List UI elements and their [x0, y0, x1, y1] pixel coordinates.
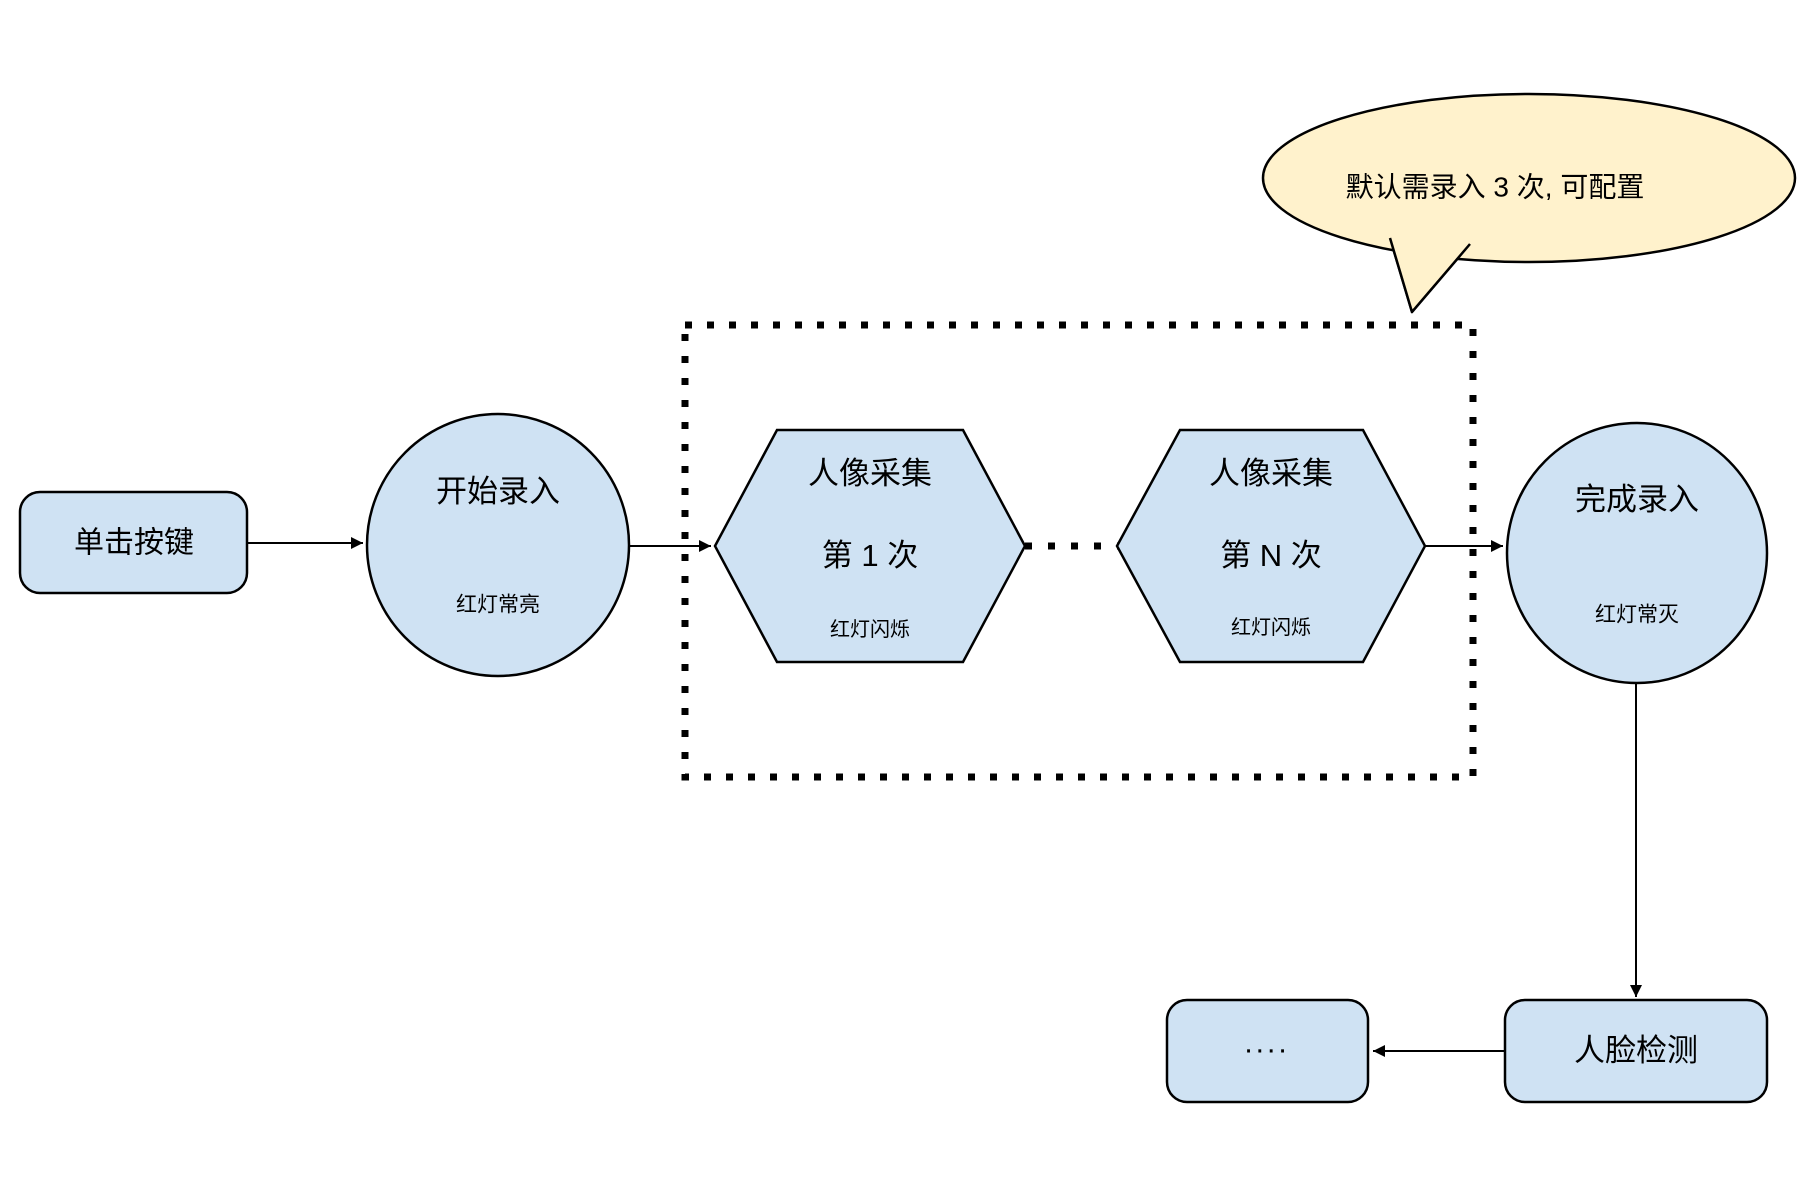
capture-first-title: 人像采集	[808, 455, 932, 491]
callout-bubble[interactable]	[1261, 92, 1797, 264]
callout-tail-fill	[1391, 241, 1468, 309]
click-button-label: 单击按键	[74, 526, 194, 560]
capture-first-sequence: 第 1 次	[821, 537, 919, 573]
finish-entry-node[interactable]	[1505, 421, 1769, 685]
capture-nth-status: 红灯闪烁	[1231, 617, 1311, 639]
start-entry-node[interactable]	[365, 412, 631, 678]
capture-nth-sequence: 第 N 次	[1220, 537, 1322, 573]
repeat-group-frame	[681, 321, 1477, 781]
finish-entry-status: 红灯常灭	[1595, 603, 1679, 627]
capture-first-status: 红灯闪烁	[830, 619, 910, 641]
callout-text: 默认需录入 3 次, 可配置	[1345, 171, 1645, 203]
start-entry-title: 开始录入	[436, 473, 560, 509]
finish-entry-title: 完成录入	[1575, 481, 1699, 517]
more-node[interactable]	[1165, 998, 1370, 1104]
capture-nth-title: 人像采集	[1209, 455, 1333, 491]
more-label: ....	[1244, 1026, 1290, 1060]
start-entry-status: 红灯常亮	[456, 593, 540, 617]
face-detect-label: 人脸检测	[1574, 1032, 1698, 1068]
callout-tail-outline	[1388, 237, 1471, 314]
